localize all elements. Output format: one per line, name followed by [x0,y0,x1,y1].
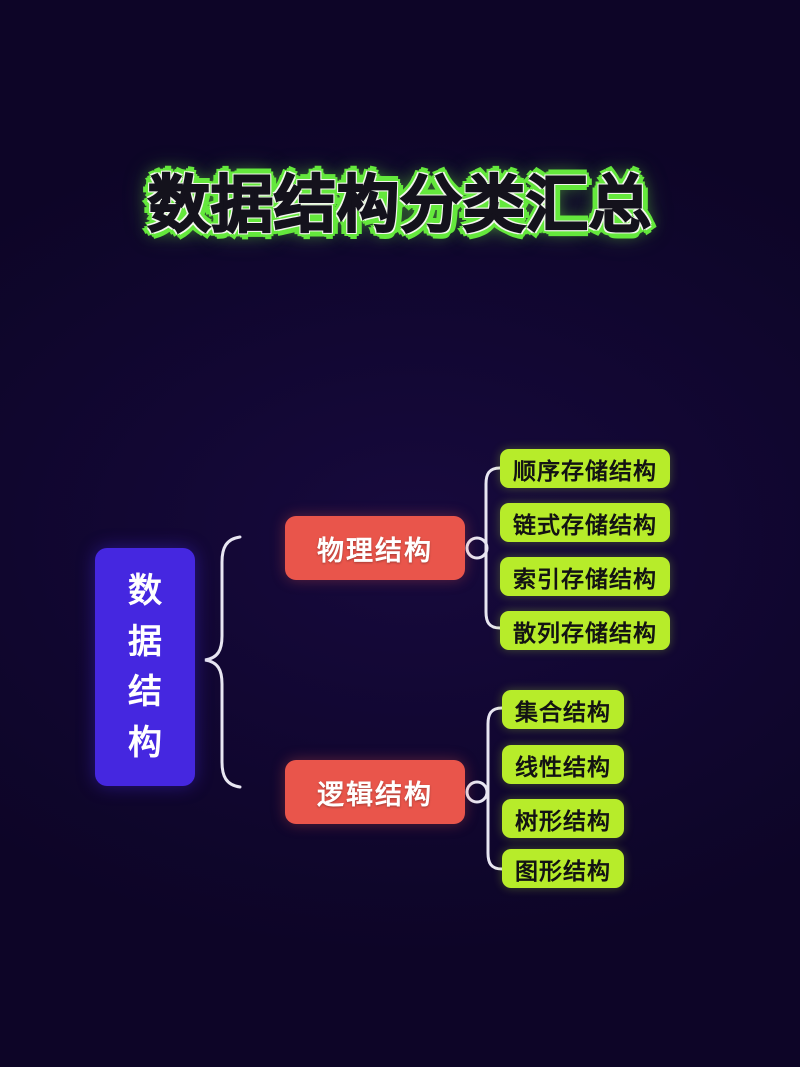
logical-branch-ring [465,780,489,804]
branch-node-logical-label: 逻辑结构 [317,779,433,810]
root-node-char-1: 据 [128,622,162,661]
physical-branch-ring [465,536,489,560]
logical-leaf-connector [486,706,504,871]
branch-node-physical-structure[interactable]: 物理结构 [285,516,465,580]
page-title-container: 数据结构分类汇总 [0,171,800,240]
leaf-node-label: 链式存储结构 [513,511,657,538]
leaf-node-label: 图形结构 [515,857,611,884]
branch-node-physical-label: 物理结构 [317,535,433,566]
root-node-char-2: 结 [128,673,162,712]
leaf-node-label: 集合结构 [515,698,611,725]
root-brace-connector [204,535,242,789]
root-node-char-3: 构 [128,723,162,762]
leaf-node-indexed-storage[interactable]: 索引存储结构 [500,557,670,596]
leaf-node-label: 线性结构 [515,753,611,780]
page-title: 数据结构分类汇总 [147,171,652,240]
leaf-node-label: 散列存储结构 [513,619,657,646]
leaf-node-linear-structure[interactable]: 线性结构 [502,745,624,784]
leaf-node-label: 顺序存储结构 [513,457,657,484]
leaf-node-sequential-storage[interactable]: 顺序存储结构 [500,449,670,488]
root-node-data-structure[interactable]: 数 据 结 构 [95,548,195,786]
leaf-node-label: 树形结构 [515,807,611,834]
leaf-node-set-structure[interactable]: 集合结构 [502,690,624,729]
leaf-node-hash-storage[interactable]: 散列存储结构 [500,611,670,650]
root-node-char-0: 数 [128,572,162,611]
physical-leaf-connector [484,466,502,630]
leaf-node-tree-structure[interactable]: 树形结构 [502,799,624,838]
branch-node-logical-structure[interactable]: 逻辑结构 [285,760,465,824]
leaf-node-linked-storage[interactable]: 链式存储结构 [500,503,670,542]
leaf-node-label: 索引存储结构 [513,565,657,592]
leaf-node-graph-structure[interactable]: 图形结构 [502,849,624,888]
